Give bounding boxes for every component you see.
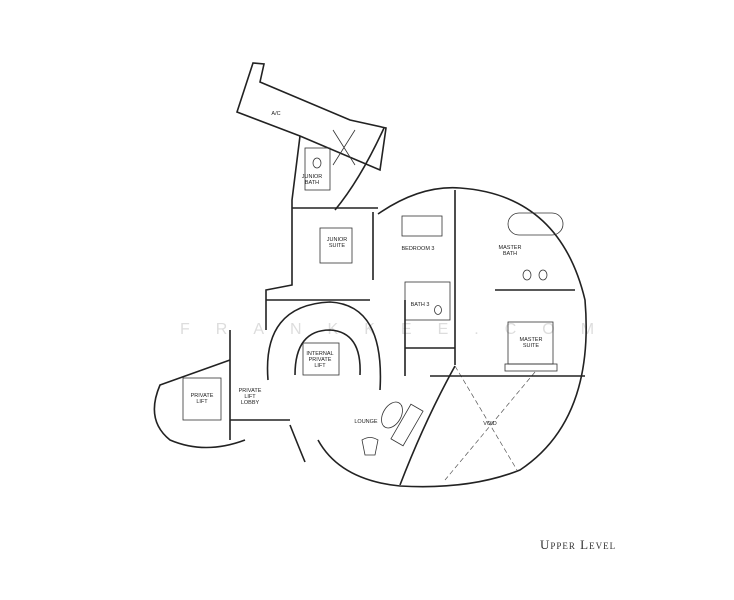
private-lift-box bbox=[182, 377, 222, 421]
label-master-suite: SUITE bbox=[523, 343, 540, 349]
tower-curve bbox=[334, 127, 385, 211]
bathtub bbox=[507, 212, 564, 236]
label-lift-lobby: PRIVATE bbox=[239, 388, 262, 394]
label-internal-lift: PRIVATE bbox=[309, 357, 332, 363]
toilet-icon bbox=[522, 269, 532, 281]
label-private-lift: LIFT bbox=[196, 399, 208, 405]
label-lift-lobby: LOBBY bbox=[241, 400, 260, 406]
label-void: VOID bbox=[483, 421, 496, 427]
junior-bath-room bbox=[304, 147, 331, 191]
outer-wall-circle bbox=[317, 186, 587, 488]
plan-title: Upper Level bbox=[540, 537, 617, 552]
label-bedroom-3: BEDROOM 3 bbox=[401, 246, 434, 252]
label-junior-bath: BATH bbox=[305, 180, 319, 186]
spiral-stair-outer bbox=[266, 301, 382, 391]
label-private-lift: PRIVATE bbox=[191, 393, 214, 399]
watermark: FRANKKEE.COM bbox=[180, 321, 620, 338]
label-master-suite: MASTER bbox=[520, 337, 543, 343]
coffee-table bbox=[381, 401, 403, 429]
bench bbox=[504, 363, 558, 372]
void-curve bbox=[399, 365, 456, 486]
entry-curve bbox=[289, 424, 306, 463]
bedroom3-bed bbox=[401, 215, 443, 237]
lift-pod-wall bbox=[153, 359, 246, 449]
internal-lift-box bbox=[302, 342, 340, 376]
sofa bbox=[390, 403, 424, 447]
ac-ledge bbox=[236, 62, 387, 172]
toilet-icon bbox=[312, 157, 322, 169]
label-master-bath: BATH bbox=[503, 251, 517, 257]
junior-suite-bed bbox=[319, 227, 353, 264]
label-lounge: LOUNGE bbox=[354, 419, 378, 425]
label-junior-suite: JUNIOR bbox=[327, 237, 348, 243]
label-bath-3: BATH 3 bbox=[411, 302, 430, 308]
void-diagonal bbox=[454, 365, 518, 471]
shaft-cross bbox=[332, 129, 356, 166]
label-ac: A/C bbox=[271, 111, 280, 117]
label-master-bath: MASTER bbox=[499, 245, 522, 251]
label-lift-lobby: LIFT bbox=[244, 394, 256, 400]
label-internal-lift: LIFT bbox=[314, 363, 326, 369]
spiral-stair-inner bbox=[294, 329, 361, 376]
tower-wall bbox=[265, 135, 301, 330]
label-junior-suite: SUITE bbox=[329, 243, 346, 249]
label-junior-bath: JUNIOR bbox=[302, 174, 323, 180]
toilet-icon bbox=[538, 269, 548, 281]
armchair bbox=[361, 437, 379, 456]
bath3-room bbox=[404, 281, 451, 321]
toilet-icon bbox=[434, 305, 442, 315]
label-internal-lift: INTERNAL bbox=[306, 351, 333, 357]
